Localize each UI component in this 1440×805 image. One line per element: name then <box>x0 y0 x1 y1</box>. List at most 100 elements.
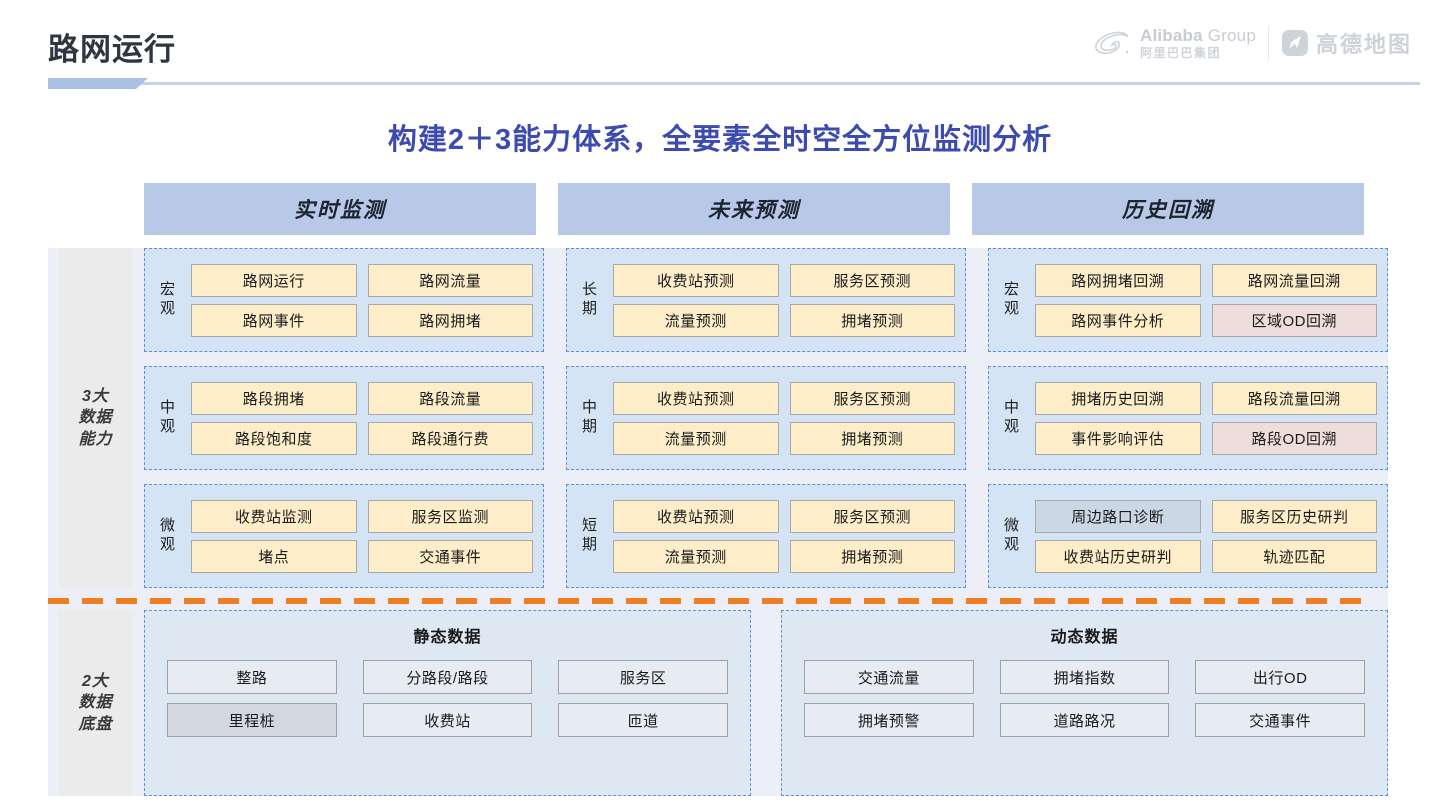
sidebar-label-capability: 3大 数据 能力 <box>59 248 132 588</box>
capability-cell-list: 路网拥堵回溯路网流量回溯路网事件分析区域OD回溯 <box>1035 263 1377 337</box>
base-cell-list: 交通流量拥堵指数出行OD 拥堵预警道路路况交通事件 <box>804 660 1365 737</box>
capability-group-forecast-1: 中期收费站预测服务区预测流量预测拥堵预测 <box>566 366 966 470</box>
capability-grid: 宏观路网运行路网流量路网事件路网拥堵中观路段拥堵路段流量路段饱和度路段通行费微观… <box>144 248 1388 588</box>
capability-group-history-2: 微观周边路口诊断服务区历史研判收费站历史研判轨迹匹配 <box>988 484 1388 588</box>
base-data-cell[interactable]: 拥堵预警 <box>804 703 974 737</box>
scale-label: 宏观 <box>159 281 176 317</box>
capability-column-realtime: 宏观路网运行路网流量路网事件路网拥堵中观路段拥堵路段流量路段饱和度路段通行费微观… <box>144 248 544 588</box>
capability-cell[interactable]: 流量预测 <box>613 421 779 455</box>
capability-cell[interactable]: 服务区预测 <box>789 263 955 297</box>
page-title: 路网运行 <box>48 32 176 67</box>
capability-cell[interactable]: 路网流量 <box>367 263 533 297</box>
capability-cell-list: 周边路口诊断服务区历史研判收费站历史研判轨迹匹配 <box>1035 499 1377 573</box>
capability-cell[interactable]: 路网事件 <box>191 303 357 337</box>
capability-cell[interactable]: 路网拥堵 <box>367 303 533 337</box>
base-panel-title: 静态数据 <box>413 629 482 646</box>
capability-cell-list: 收费站预测服务区预测流量预测拥堵预测 <box>613 499 955 573</box>
capability-cell[interactable]: 路网运行 <box>191 263 357 297</box>
scale-label: 微观 <box>159 517 176 553</box>
capability-cell[interactable]: 服务区历史研判 <box>1211 499 1377 533</box>
amap-compass-icon <box>1281 30 1308 56</box>
capability-cell[interactable]: 服务区监测 <box>367 499 533 533</box>
alibaba-smile-icon <box>1095 31 1129 55</box>
capability-cell[interactable]: 路网拥堵回溯 <box>1035 263 1201 297</box>
alibaba-cn-label: 阿里巴巴集团 <box>1139 46 1221 60</box>
capability-cell[interactable]: 事件影响评估 <box>1035 421 1201 455</box>
capability-group-realtime-2: 微观收费站监测服务区监测堵点交通事件 <box>144 484 544 588</box>
capability-line-1: 3大 <box>82 387 109 405</box>
foundation-line-3: 底盘 <box>78 715 113 733</box>
brand-divider <box>1267 26 1269 60</box>
capability-cell[interactable]: 收费站预测 <box>613 499 779 533</box>
scale-label: 短期 <box>581 517 598 553</box>
slide-header: 路网运行 Alibaba Group 阿里巴巴集团 高德地图 <box>0 0 1440 90</box>
column-header-forecast: 未来预测 <box>558 183 950 235</box>
capability-cell[interactable]: 路网事件分析 <box>1035 303 1201 337</box>
sidebar-label-foundation: 2大 数据 底盘 <box>59 610 132 796</box>
amap-logo: 高德地图 <box>1281 27 1412 59</box>
capability-cell[interactable]: 拥堵历史回溯 <box>1035 381 1201 415</box>
base-data-grid: 静态数据整路分路段/路段服务区里程桩收费站匝道 动态数据交通流量拥堵指数出行OD… <box>144 610 1388 796</box>
capability-group-history-1: 中观拥堵历史回溯路段流量回溯事件影响评估路段OD回溯 <box>988 366 1388 470</box>
capability-cell[interactable]: 收费站历史研判 <box>1035 539 1201 573</box>
capability-cell-list: 收费站预测服务区预测流量预测拥堵预测 <box>613 381 955 455</box>
scale-label: 中观 <box>1003 399 1020 435</box>
section-divider-dashed <box>48 598 1362 604</box>
capability-cell[interactable]: 流量预测 <box>613 539 779 573</box>
base-data-cell[interactable]: 交通流量 <box>804 660 974 694</box>
base-data-cell[interactable]: 服务区 <box>558 660 728 694</box>
capability-cell[interactable]: 路段流量回溯 <box>1211 381 1377 415</box>
scale-label: 宏观 <box>1003 281 1020 317</box>
capability-cell[interactable]: 路段饱和度 <box>191 421 357 455</box>
capability-cell[interactable]: 路段拥堵 <box>191 381 357 415</box>
capability-cell[interactable]: 路段OD回溯 <box>1211 421 1377 455</box>
capability-column-history: 宏观路网拥堵回溯路网流量回溯路网事件分析区域OD回溯中观拥堵历史回溯路段流量回溯… <box>988 248 1388 588</box>
base-data-cell[interactable]: 收费站 <box>362 703 533 737</box>
capability-cell[interactable]: 拥堵预测 <box>789 303 955 337</box>
capability-cell[interactable]: 区域OD回溯 <box>1211 303 1377 337</box>
main-title: 构建2＋3能力体系，全要素全时空全方位监测分析 <box>387 124 1053 156</box>
base-panel-static: 静态数据整路分路段/路段服务区里程桩收费站匝道 <box>144 610 751 796</box>
foundation-line-1: 2大 <box>82 672 109 690</box>
alibaba-en-label: Alibaba <box>1139 26 1203 45</box>
capability-cell[interactable]: 收费站预测 <box>613 381 779 415</box>
capability-cell[interactable]: 交通事件 <box>367 539 533 573</box>
column-header-row: 实时监测 未来预测 历史回溯 <box>144 183 1364 235</box>
base-data-cell[interactable]: 匝道 <box>558 703 728 737</box>
alibaba-group-logo: Alibaba Group 阿里巴巴集团 <box>1094 27 1256 59</box>
base-data-cell[interactable]: 分路段/路段 <box>362 660 533 694</box>
capability-cell[interactable]: 服务区预测 <box>789 499 955 533</box>
capability-cell[interactable]: 拥堵预测 <box>789 539 955 573</box>
base-data-cell[interactable]: 道路路况 <box>999 703 1170 737</box>
capability-group-realtime-1: 中观路段拥堵路段流量路段饱和度路段通行费 <box>144 366 544 470</box>
capability-cell-list: 拥堵历史回溯路段流量回溯事件影响评估路段OD回溯 <box>1035 381 1377 455</box>
capability-cell[interactable]: 路段流量 <box>367 381 533 415</box>
base-data-cell[interactable]: 拥堵指数 <box>999 660 1170 694</box>
capability-cell-list: 路段拥堵路段流量路段饱和度路段通行费 <box>191 381 533 455</box>
base-data-cell[interactable]: 里程桩 <box>167 703 337 737</box>
base-data-cell[interactable]: 整路 <box>167 660 337 694</box>
base-data-cell[interactable]: 交通事件 <box>1195 703 1365 737</box>
capability-cell[interactable]: 路段通行费 <box>367 421 533 455</box>
column-header-realtime: 实时监测 <box>144 183 536 235</box>
capability-cell-list: 收费站监测服务区监测堵点交通事件 <box>191 499 533 573</box>
base-data-cell[interactable]: 出行OD <box>1195 660 1365 694</box>
capability-cell[interactable]: 周边路口诊断 <box>1035 499 1201 533</box>
capability-cell[interactable]: 服务区预测 <box>789 381 955 415</box>
capability-cell[interactable]: 流量预测 <box>613 303 779 337</box>
scale-label: 中期 <box>581 399 598 435</box>
capability-cell[interactable]: 路网流量回溯 <box>1211 263 1377 297</box>
capability-cell[interactable]: 堵点 <box>191 539 357 573</box>
amap-cn-label: 高德地图 <box>1315 32 1412 57</box>
alibaba-group-label: Group <box>1207 26 1256 45</box>
capability-line-3: 能力 <box>78 430 113 448</box>
capability-cell[interactable]: 收费站监测 <box>191 499 357 533</box>
scale-label: 中观 <box>159 399 176 435</box>
header-accent-line <box>48 82 1420 85</box>
brand-logos: Alibaba Group 阿里巴巴集团 高德地图 <box>1094 26 1412 60</box>
capability-cell[interactable]: 拥堵预测 <box>789 421 955 455</box>
capability-group-forecast-2: 短期收费站预测服务区预测流量预测拥堵预测 <box>566 484 966 588</box>
capability-cell[interactable]: 收费站预测 <box>613 263 779 297</box>
capability-column-forecast: 长期收费站预测服务区预测流量预测拥堵预测中期收费站预测服务区预测流量预测拥堵预测… <box>566 248 966 588</box>
capability-cell[interactable]: 轨迹匹配 <box>1211 539 1377 573</box>
